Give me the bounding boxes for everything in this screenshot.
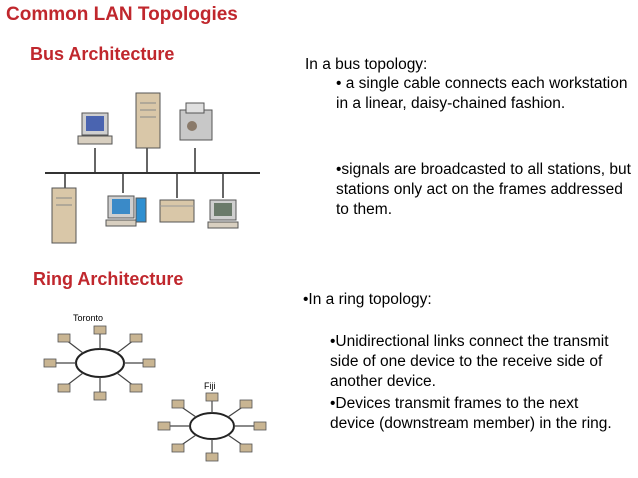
ring1-label: Toronto (73, 313, 103, 323)
ring-bullet-1: •Unidirectional links connect the transm… (330, 333, 609, 390)
node-icon (93, 325, 107, 335)
ring-topology-diagram-2: Fiji (157, 381, 267, 462)
workstation-icon (207, 199, 239, 229)
node-icon (57, 383, 71, 393)
server-tower-icon (51, 187, 77, 244)
ring-intro: •In a ring topology: (303, 291, 432, 308)
node-icon (129, 333, 143, 343)
node-icon (239, 443, 253, 453)
ring-cable (189, 412, 235, 440)
slide-title: Common LAN Topologies (6, 4, 238, 25)
node-icon (93, 391, 107, 401)
node-icon (205, 392, 219, 402)
network-device-icon (159, 199, 195, 223)
node-icon (129, 383, 143, 393)
printer-icon (179, 102, 213, 141)
node-icon (57, 333, 71, 343)
node-icon (43, 358, 57, 368)
node-icon (171, 399, 185, 409)
bus-bullet-1: • a single cable connects each workstati… (336, 75, 628, 112)
node-icon (157, 421, 171, 431)
ring-bullet-2: •Devices transmit frames to the next dev… (330, 395, 612, 432)
server-tower-icon (135, 92, 161, 149)
node-icon (205, 452, 219, 462)
bus-heading: Bus Architecture (30, 44, 175, 64)
ring2-label: Fiji (204, 381, 216, 391)
bus-bullet-2: •signals are broadcasted to all stations… (336, 161, 631, 218)
workstation-icon (105, 195, 147, 227)
bus-topology-diagram (45, 92, 260, 244)
bus-intro: In a bus topology: (305, 56, 428, 73)
ring-cable (75, 348, 125, 378)
node-icon (253, 421, 267, 431)
node-icon (171, 443, 185, 453)
workstation-icon (77, 112, 113, 145)
node-icon (239, 399, 253, 409)
node-icon (142, 358, 156, 368)
ring-topology-diagram-1: Toronto (43, 313, 156, 401)
ring-heading: Ring Architecture (33, 269, 184, 289)
